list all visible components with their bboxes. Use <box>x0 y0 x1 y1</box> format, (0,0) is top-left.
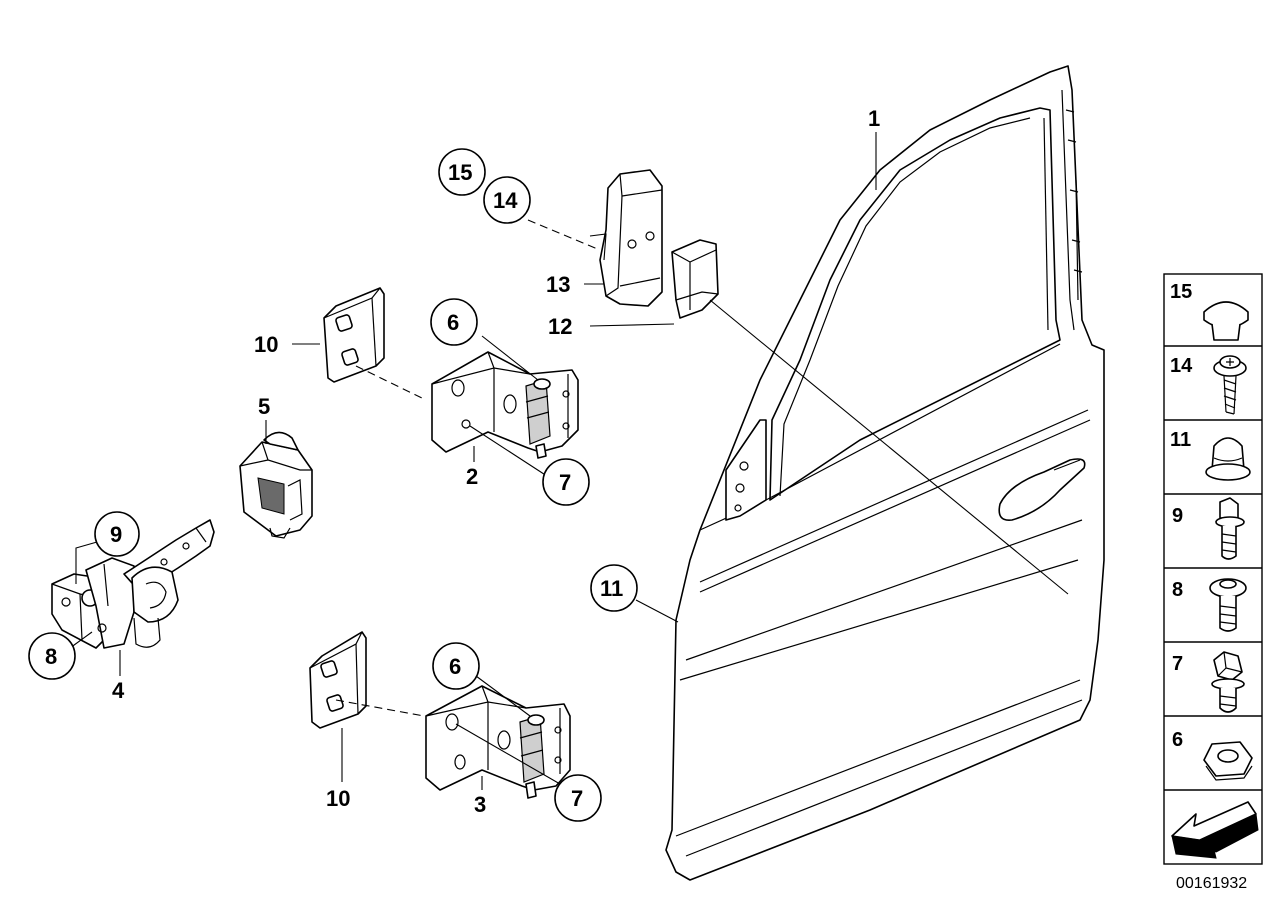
legend-label-7: 7 <box>1172 653 1183 675</box>
label-13: 13 <box>546 272 570 297</box>
label-7-upper: 7 <box>559 470 571 495</box>
torx-bolt-icon <box>1209 578 1247 632</box>
legend-item-11[interactable]: 11 <box>1170 429 1251 481</box>
label-10-lower: 10 <box>326 786 350 811</box>
label-7-lower: 7 <box>571 786 583 811</box>
callout-circle-14 <box>483 176 531 224</box>
label-8: 8 <box>45 644 57 669</box>
callout-circle-7-lower <box>554 774 602 822</box>
plate-10-upper[interactable] <box>323 287 385 383</box>
callout-circle-7-upper <box>542 458 590 506</box>
legend-label-14: 14 <box>1170 355 1193 377</box>
part-5-door-buffer[interactable] <box>239 431 313 539</box>
legend-label-8: 8 <box>1172 579 1183 601</box>
legend-item-9[interactable]: 9 <box>1172 497 1245 560</box>
part-4-door-check[interactable] <box>51 519 215 649</box>
label-3: 3 <box>474 792 486 817</box>
label-11: 11 <box>600 576 623 601</box>
legend-item-6[interactable]: 6 <box>1172 729 1253 781</box>
callout-circle-6-upper <box>430 298 478 346</box>
callout-circle-15 <box>438 148 486 196</box>
plate-10-lower[interactable] <box>309 631 367 729</box>
callout-circle-9 <box>94 511 140 557</box>
hinge-2-upper[interactable] <box>431 351 579 459</box>
part-13-check-block[interactable] <box>599 169 663 307</box>
hinge-3-lower[interactable] <box>425 685 571 799</box>
leader-lines <box>69 132 1069 790</box>
label-15: 15 <box>448 160 472 185</box>
legend-item-8[interactable]: 8 <box>1172 578 1247 632</box>
legend-label-9: 9 <box>1172 505 1183 527</box>
legend-item-7[interactable]: 7 <box>1172 651 1245 713</box>
label-1: 1 <box>868 106 880 131</box>
parts-legend: 15 14 11 9 <box>1163 273 1263 865</box>
label-6-upper: 6 <box>447 310 459 335</box>
direction-arrow-icon <box>1171 801 1259 859</box>
label-2: 2 <box>466 464 478 489</box>
hex-nut-icon <box>1203 741 1253 781</box>
label-4: 4 <box>112 678 125 703</box>
bolt-icon <box>1215 497 1245 560</box>
label-12: 12 <box>548 314 572 339</box>
legend-label-15: 15 <box>1170 281 1192 303</box>
legend-item-14[interactable]: 14 <box>1170 355 1247 415</box>
reference-number: 00161932 <box>1176 875 1247 892</box>
hex-bolt-icon <box>1211 651 1245 713</box>
legend-label-11: 11 <box>1170 429 1191 451</box>
callout-circle-6-lower <box>432 642 480 690</box>
part-12-cover-cap[interactable] <box>671 239 719 319</box>
clip-icon <box>1205 437 1251 481</box>
legend-item-15[interactable]: 15 <box>1170 281 1249 341</box>
callout-circle-8 <box>28 632 76 680</box>
callout-circle-11 <box>590 564 638 612</box>
screw-icon <box>1213 355 1247 415</box>
label-14: 14 <box>493 188 518 213</box>
door-shell[interactable] <box>665 65 1105 881</box>
label-5: 5 <box>258 394 270 419</box>
label-6-lower: 6 <box>449 654 461 679</box>
label-9: 9 <box>110 522 122 547</box>
legend-label-6: 6 <box>1172 729 1183 751</box>
label-10-upper: 10 <box>254 332 278 357</box>
callouts: 1 15 14 13 12 10 6 2 7 5 9 8 4 11 6 10 3… <box>28 106 880 822</box>
